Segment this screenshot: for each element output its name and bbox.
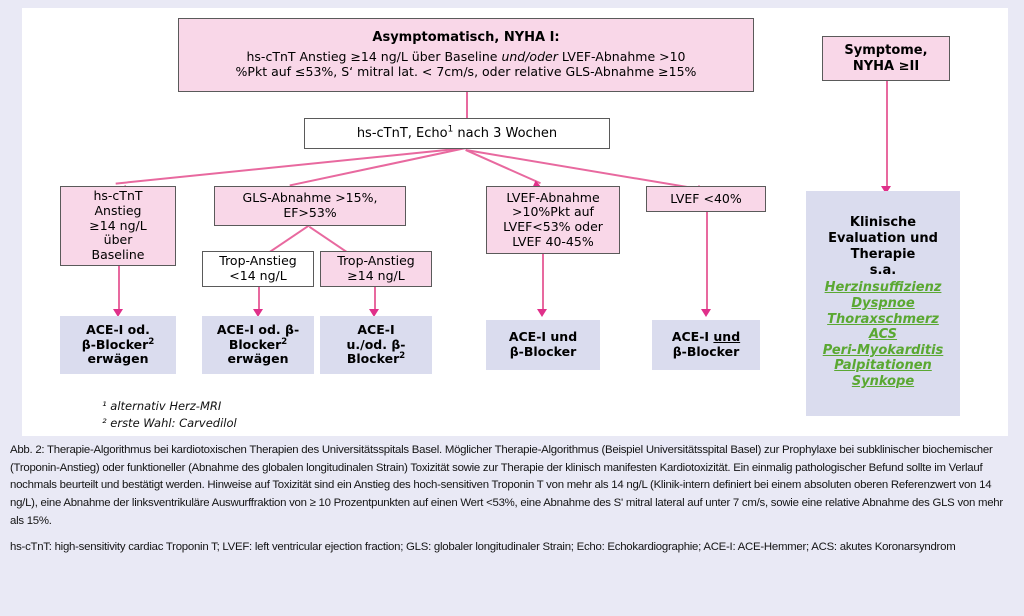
connector-troplow-to-treat2	[258, 287, 260, 311]
arrowhead-treat1	[113, 309, 123, 317]
clinical-heading-3: Therapie	[850, 246, 916, 262]
node-trop-low[interactable]: Trop-Anstieg<14 ng/L	[202, 251, 314, 287]
footnote-1: ¹ alternativ Herz-MRI	[102, 399, 222, 413]
branch-gls-label: GLS-Abnahme >15%,EF>53%	[242, 190, 378, 220]
node-branch-lvef40[interactable]: LVEF <40%	[646, 186, 766, 212]
clinical-link-acs[interactable]: ACS	[868, 327, 898, 343]
clinical-heading-4: s.a.	[869, 262, 897, 278]
arrowhead-treat2	[253, 309, 263, 317]
followup-label: hs-cTnT, Echo1 nach 3 Wochen	[356, 124, 558, 141]
connector-fan-1	[115, 147, 466, 185]
figure-caption: Abb. 2: Therapie-Algorithmus bei kardiot…	[10, 442, 1016, 557]
figure-footnotes: ¹ alternativ Herz-MRI ² erste Wahl: Carv…	[102, 398, 237, 431]
node-branch-gls[interactable]: GLS-Abnahme >15%,EF>53%	[214, 186, 406, 226]
clinical-link-synkope[interactable]: Synkope	[851, 374, 915, 389]
clinical-heading-2: Evaluation und	[828, 230, 938, 246]
connector-lvefdecline-to-treat4	[542, 254, 544, 311]
node-symptoms[interactable]: Symptome,NYHA ≥II	[822, 36, 950, 81]
node-asymptomatic[interactable]: Asymptomatisch, NYHA I: hs-cTnT Anstieg …	[178, 18, 754, 92]
footnote-2: ² erste Wahl: Carvedilol	[102, 415, 237, 430]
node-trop-high[interactable]: Trop-Anstieg≥14 ng/L	[320, 251, 432, 287]
panel-clinical-evaluation[interactable]: Klinische Evaluation und Therapie s.a. H…	[806, 191, 960, 416]
connector-symptoms-to-panel	[886, 81, 888, 189]
asymptomatic-line1: hs-cTnT Anstieg ≥14 ng/L über Baseline u…	[246, 49, 686, 65]
clinical-link-herzinsuffizienz[interactable]: Herzinsuffizienz	[824, 280, 942, 296]
caption-body: Abb. 2: Therapie-Algorithmus bei kardiot…	[10, 444, 1003, 527]
connector-fan-2	[289, 147, 466, 187]
clinical-link-palpitationen[interactable]: Palpitationen	[834, 358, 932, 374]
arrowhead-treat3	[369, 309, 379, 317]
symptoms-label: Symptome,NYHA ≥II	[844, 43, 928, 74]
asymptomatic-line2: %Pkt auf ≤53%, S‘ mitral lat. < 7cm/s, o…	[235, 64, 697, 80]
trop-high-label: Trop-Anstieg≥14 ng/L	[337, 253, 415, 283]
clinical-heading-1: Klinische	[849, 215, 917, 230]
connector-trophigh-to-treat3	[374, 287, 376, 311]
clinical-link-dyspnoe[interactable]: Dyspnoe	[851, 296, 915, 312]
trop-low-label: Trop-Anstieg<14 ng/L	[219, 253, 297, 283]
connector-tnt-to-treat1	[118, 266, 120, 311]
connector-asymptomatic-to-followup	[466, 92, 468, 126]
node-followup[interactable]: hs-cTnT, Echo1 nach 3 Wochen	[304, 118, 610, 149]
asymptomatic-title: Asymptomatisch, NYHA I:	[372, 30, 560, 46]
clinical-link-thoraxschmerz[interactable]: Thoraxschmerz	[827, 311, 939, 327]
caption-abbreviations: hs-cTnT: high-sensitivity cardiac Tropon…	[10, 541, 956, 554]
clinical-link-peri-myokarditis[interactable]: Peri-Myokarditis	[822, 342, 944, 358]
connector-lvef40-to-treat5	[706, 212, 708, 311]
arrowhead-treat5	[701, 309, 711, 317]
branch-lvef40-label: LVEF <40%	[670, 190, 742, 206]
figure-canvas: Asymptomatisch, NYHA I: hs-cTnT Anstieg …	[22, 8, 1008, 436]
arrowhead-treat4	[537, 309, 547, 317]
arrowhead-clinical-panel	[881, 186, 891, 194]
